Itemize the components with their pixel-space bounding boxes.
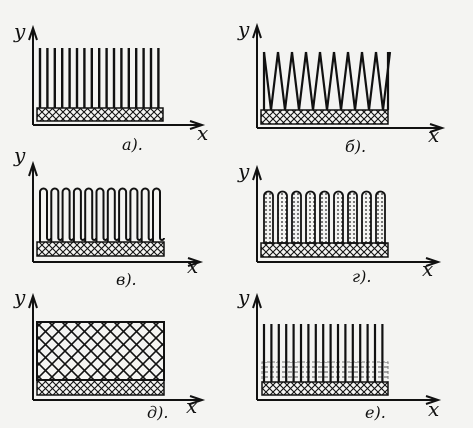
x-axis (33, 120, 206, 130)
x-axis (257, 395, 442, 405)
y-axis (28, 160, 38, 262)
x-axis (33, 257, 204, 267)
x-axis-label: x (186, 394, 197, 418)
panel-caption: в). (116, 270, 137, 289)
substrate-layer (36, 379, 165, 396)
fiber-filled (277, 190, 288, 244)
fiber-v (332, 51, 350, 111)
x-axis-label: x (428, 397, 439, 421)
panel-v: y x в). (13, 143, 204, 289)
y-axis-label: y (237, 17, 250, 41)
x-axis (257, 257, 442, 267)
x-axis-label: x (197, 121, 208, 145)
fiber-v (276, 51, 294, 111)
v-shaped-fibers (262, 51, 392, 111)
fiber-loop (129, 187, 143, 242)
fiber-filled (291, 190, 302, 244)
panel-g: y x г). (237, 159, 442, 286)
y-axis-label: y (237, 159, 250, 183)
substrate-layer (260, 109, 389, 125)
y-axis-label: y (13, 143, 26, 167)
y-axis (28, 292, 38, 400)
y-axis (252, 164, 262, 262)
panel-caption: б). (345, 137, 366, 156)
fiber-loop (95, 187, 109, 242)
fiber-v (346, 51, 364, 111)
y-axis-label: y (13, 19, 26, 43)
vertical-fibers (262, 324, 384, 382)
fiber-v (304, 51, 322, 111)
substrate-layer (261, 381, 389, 396)
fiber-filled (347, 190, 358, 244)
panel-caption: г). (352, 267, 371, 286)
fiber-v (290, 51, 308, 111)
fiber-filled (333, 190, 344, 244)
fiber-loop (118, 187, 132, 242)
fiber-loop (140, 187, 154, 242)
panel-b: y x б). (237, 17, 446, 156)
y-axis-label: y (13, 285, 26, 309)
fiber-loop (72, 187, 86, 242)
panel-caption: д). (147, 403, 168, 422)
looped-fibers (39, 187, 165, 242)
y-axis (252, 292, 262, 400)
fiber-filled (319, 190, 330, 244)
fiber-filled (305, 190, 316, 244)
x-axis-label: x (187, 254, 198, 278)
y-axis (28, 24, 38, 125)
x-axis (33, 395, 206, 405)
panel-caption: е). (365, 403, 386, 422)
substrate-layer (36, 241, 165, 257)
y-axis (252, 22, 262, 128)
fiber-filled (361, 190, 372, 244)
panel-e: y x е). (237, 285, 442, 422)
middle-layer (261, 361, 389, 383)
panel-caption: а). (122, 135, 143, 154)
fiber-loop (39, 187, 52, 242)
substrate-layer (260, 242, 389, 258)
x-axis-label: x (422, 257, 433, 281)
vertical-fibers (38, 48, 160, 108)
fiber-v (262, 51, 280, 111)
fiber-loop (50, 187, 64, 242)
filled-loop-fibers (263, 190, 386, 244)
fiber-filled (263, 190, 274, 244)
x-axis (257, 123, 446, 133)
fiber-v (360, 51, 378, 111)
panel-d: y x д). (13, 285, 206, 422)
fiber-v (318, 51, 336, 111)
substrate-layer (36, 107, 164, 122)
fiber-loop (84, 187, 98, 242)
y-axis-label: y (237, 285, 250, 309)
x-axis-label: x (428, 123, 439, 147)
fiber-loop (152, 187, 165, 242)
fiber-loop (106, 187, 120, 242)
fiber-filled (375, 190, 386, 244)
panel-a: y x а). (13, 19, 208, 154)
coating-layer (36, 321, 165, 381)
fiber-loop (61, 187, 75, 242)
